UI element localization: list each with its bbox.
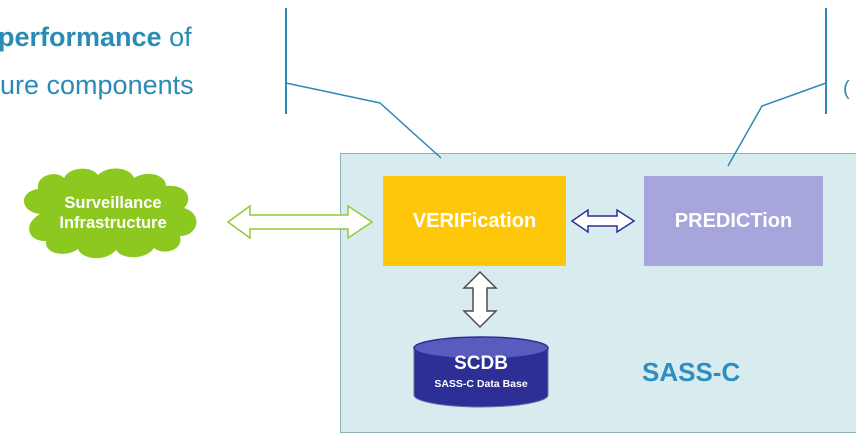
verification-block: VERIFication <box>383 176 566 266</box>
cloud-label-line1: Surveillance <box>64 194 162 212</box>
prediction-label: PREDICTion <box>674 209 793 232</box>
prediction-block: PREDICTion <box>644 176 823 266</box>
callout-left-leader <box>285 82 442 159</box>
callout-left-rest: of <box>161 22 192 52</box>
callout-left-line2: ure components <box>0 70 194 100</box>
callout-left-bracket <box>285 8 287 114</box>
cloud-label-line2: Infrastructure <box>59 214 167 232</box>
arrow-verification-database <box>462 270 498 329</box>
diagram-connectors <box>23 82 827 408</box>
database-subtitle: SASS-C Data Base <box>434 378 528 390</box>
callout-right-leader <box>727 82 827 167</box>
verification-label: VERIFication <box>412 209 537 232</box>
arrow-verification-prediction <box>570 208 636 234</box>
arrow-cloud-verification <box>226 204 374 240</box>
callout-right-fragment: ( <box>843 78 850 100</box>
database-cylinder <box>413 336 549 408</box>
sass-c-label: SASS-C <box>642 357 741 387</box>
surveillance-infrastructure-cloud: Surveillance Infrastructure <box>28 193 198 233</box>
callout-left-line1: performance of <box>0 20 192 54</box>
database-title: SCDB <box>454 353 508 374</box>
cloud-shape <box>23 168 197 259</box>
callout-left-bold: performance <box>0 22 162 52</box>
callout-right-bracket <box>825 8 827 114</box>
